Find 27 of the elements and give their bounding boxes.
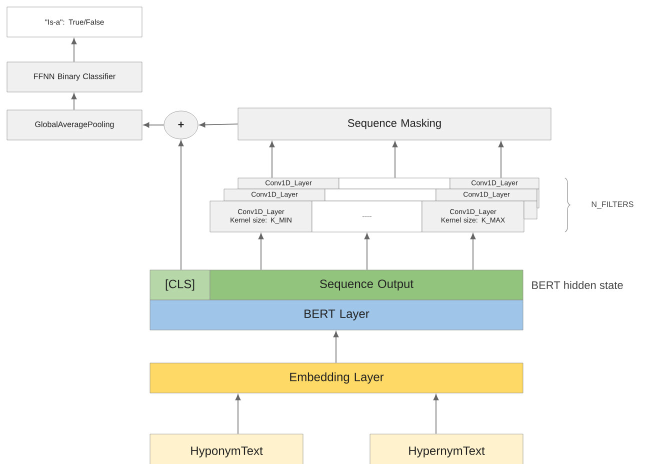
arrow bbox=[470, 233, 476, 270]
classifier-box: FFNN Binary Classifier bbox=[6, 62, 142, 92]
arrow bbox=[143, 122, 164, 128]
input-box: HyponymText bbox=[150, 434, 304, 464]
pooling-box: GlobalAveragePooling bbox=[6, 110, 142, 140]
arrow bbox=[392, 141, 398, 178]
conv-layer-box bbox=[324, 188, 436, 202]
arrow bbox=[498, 141, 504, 178]
sequence-output-box: Sequence Output bbox=[210, 270, 524, 300]
side-label: BERT hidden state bbox=[532, 280, 623, 290]
arrow bbox=[71, 38, 77, 62]
arrow bbox=[235, 394, 241, 434]
arrow bbox=[333, 331, 339, 364]
arrow bbox=[71, 93, 77, 110]
arrow bbox=[269, 141, 275, 178]
embedding-box: Embedding Layer bbox=[150, 362, 524, 394]
arrow bbox=[258, 233, 264, 270]
arrow bbox=[199, 122, 238, 128]
arrow bbox=[433, 394, 439, 434]
bert-layer-box: BERT Layer bbox=[150, 300, 524, 330]
arrow bbox=[364, 233, 370, 270]
side-label: N_FILTERS bbox=[592, 201, 634, 209]
input-box: HypernymText bbox=[370, 434, 524, 464]
cls-box: [CLS] bbox=[150, 270, 210, 300]
arrow bbox=[178, 140, 184, 270]
masking-box: Sequence Masking bbox=[238, 108, 552, 140]
conv-layer-box bbox=[338, 178, 450, 190]
